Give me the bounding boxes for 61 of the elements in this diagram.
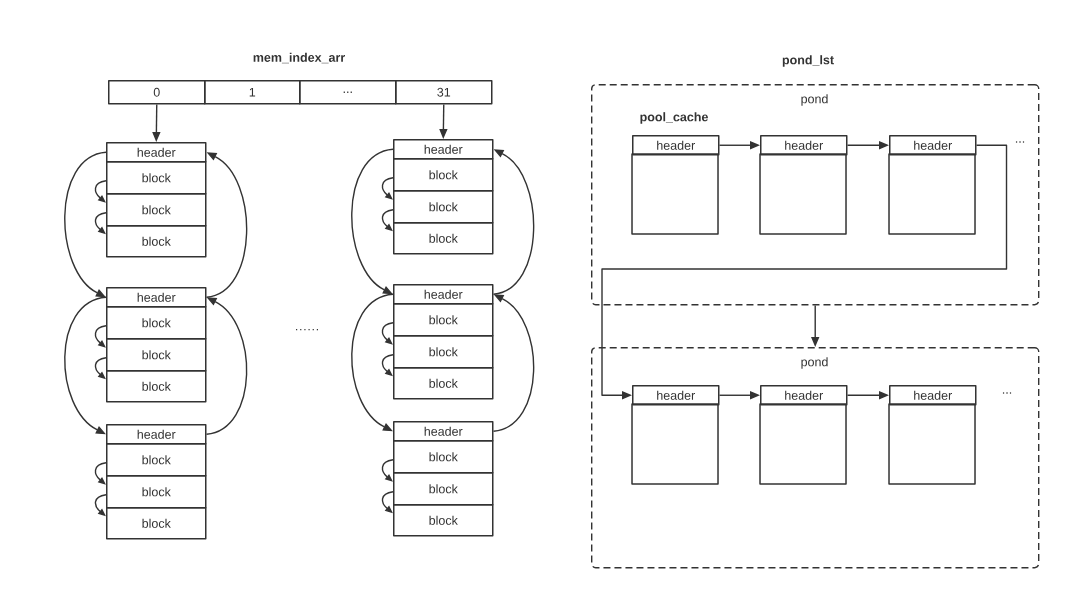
array-cell: 1 (204, 80, 301, 105)
array-cell: 0 (108, 80, 206, 105)
array-cell: ... (299, 80, 397, 105)
block-cell: block (106, 225, 207, 258)
curved-arrow (64, 296, 107, 435)
curved-arrow (64, 151, 107, 298)
block-cell: block (393, 190, 494, 224)
pool-box: header (888, 385, 977, 485)
node-label: header (914, 140, 952, 150)
block-cell: block (106, 370, 207, 403)
ellipsis: ... (1015, 141, 1025, 143)
pool-box: header (888, 135, 977, 235)
block-cell: block (106, 475, 207, 509)
block-cell: block (393, 222, 494, 255)
curved-arrow (381, 459, 394, 482)
curved-arrow (351, 148, 394, 295)
block-cell: block (106, 443, 207, 477)
block-cell: block (106, 161, 207, 195)
elbow-arrow (601, 144, 1008, 400)
block-cell: block (393, 303, 494, 337)
ellipsis: ... (1002, 392, 1012, 394)
header-cell: header (106, 142, 207, 163)
header-cell: header (106, 424, 207, 445)
curved-arrow (381, 322, 394, 345)
array-title: mem_index_arr (253, 52, 345, 64)
ellipsis: ······ (296, 329, 318, 331)
node-label: header (657, 390, 695, 400)
pool-box: header (631, 135, 720, 235)
array-cell: 31 (395, 80, 493, 105)
curved-arrow (205, 152, 248, 298)
curved-arrow (94, 180, 107, 203)
block-cell: block (393, 504, 494, 537)
block-cell: block (393, 367, 494, 400)
pool-box: header (631, 385, 720, 485)
curved-arrow (94, 325, 107, 348)
header-cell: header (393, 421, 494, 442)
header-cell: header (393, 284, 494, 305)
pool-box: header (759, 135, 848, 235)
node-label: header (657, 140, 695, 150)
header-cell: header (106, 287, 207, 308)
block-cell: block (106, 193, 207, 227)
block-cell: block (106, 338, 207, 372)
block-cell: block (393, 335, 494, 369)
block-cell: block (393, 472, 494, 506)
block-cell: block (106, 507, 207, 540)
block-cell: block (393, 440, 494, 474)
pool-box: header (759, 385, 848, 485)
curved-arrow (381, 177, 394, 200)
node-label: header (914, 390, 952, 400)
list-title: pond_lst (782, 55, 834, 67)
node-label: header (785, 390, 823, 400)
curved-arrow (94, 462, 107, 485)
header-cell: header (393, 139, 494, 160)
node-label: header (785, 140, 823, 150)
section-label: pool_cache (640, 112, 708, 124)
curved-arrow (351, 293, 394, 432)
curved-arrow (205, 297, 248, 435)
block-cell: block (393, 158, 494, 192)
block-cell: block (106, 306, 207, 340)
curved-arrow (492, 149, 535, 295)
curved-arrow (492, 294, 535, 432)
